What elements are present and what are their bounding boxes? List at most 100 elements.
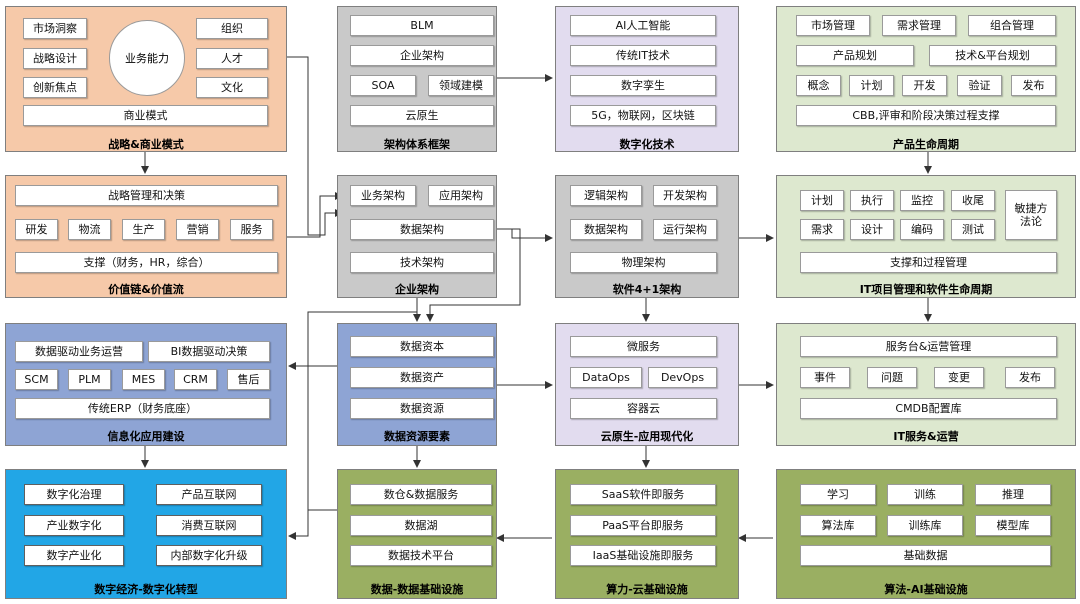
panel-value-chain: 战略管理和决策 研发 物流 生产 营销 服务 支撑（财务，HR，综合） 价值链&…: [5, 175, 287, 298]
box-release: 发布: [1011, 75, 1056, 96]
box-traditional-it: 传统IT技术: [570, 45, 716, 66]
box-release-it: 发布: [1005, 367, 1055, 388]
box-data-tech-platform: 数据技术平台: [350, 545, 492, 566]
box-verify: 验证: [957, 75, 1002, 96]
panel-title: 算力-云基础设施: [606, 583, 688, 596]
box-scm: SCM: [15, 369, 58, 390]
box-algorithm-lib: 算法库: [800, 515, 876, 536]
box-5g-iot-blockchain: 5G，物联网，区块链: [570, 105, 716, 126]
box-talent: 人才: [196, 48, 268, 69]
box-cmdb: CMDB配置库: [800, 398, 1057, 419]
panel-ai-infra: 学习 训练 推理 算法库 训练库 模型库 基础数据 算法-AI基础设施: [776, 469, 1076, 599]
box-soa: SOA: [350, 75, 416, 96]
panel-it-project: 计划 执行 监控 收尾 需求 设计 编码 测试 敏捷方法论 支撑和过程管理 IT…: [776, 175, 1076, 298]
box-problem: 问题: [867, 367, 917, 388]
box-production: 生产: [122, 219, 165, 240]
panel-title: 软件4+1架构: [612, 283, 682, 296]
box-learning: 学习: [800, 484, 876, 505]
box-data-driven-ops: 数据驱动业务运营: [15, 341, 143, 362]
panel-data-elements: 数据资本 数据资产 数据资源 数据资源要素: [337, 323, 497, 446]
box-product-internet: 产品互联网: [156, 484, 262, 505]
box-rnd: 研发: [15, 219, 58, 240]
box-runtime-arch: 运行架构: [653, 219, 717, 240]
panel-digital-economy: 数字化治理 产业数字化 数字产业化 产品互联网 消费互联网 内部数字化升级 数字…: [5, 469, 287, 599]
box-erp: 传统ERP（财务底座）: [15, 398, 270, 419]
box-business-arch: 业务架构: [350, 185, 416, 206]
panel-title: 战略&商业模式: [108, 138, 184, 151]
box-microservices: 微服务: [570, 336, 717, 357]
box-internal-upgrade: 内部数字化升级: [156, 545, 262, 566]
box-strategy-design: 战略设计: [23, 48, 87, 69]
panel-title: 产品生命周期: [893, 138, 959, 151]
panel-it-service: 服务台&运营管理 事件 问题 变更 发布 CMDB配置库 IT服务&运营: [776, 323, 1076, 446]
box-support-process: 支撑和过程管理: [800, 252, 1057, 273]
box-after-sales: 售后: [227, 369, 270, 390]
panel-compute-infra: SaaS软件即服务 PaaS平台即服务 IaaS基础设施即服务 算力-云基础设施: [555, 469, 739, 599]
box-ai: AI人工智能: [570, 15, 716, 36]
box-data-arch-sw: 数据架构: [570, 219, 642, 240]
box-digital-twin: 数字孪生: [570, 75, 716, 96]
panel-info-app: 数据驱动业务运营 BI数据驱动决策 SCM PLM MES CRM 售后 传统E…: [5, 323, 287, 446]
box-training-lib: 训练库: [887, 515, 963, 536]
panel-arch-framework: BLM 企业架构 SOA 领域建模 云原生 架构体系框架: [337, 6, 497, 152]
box-business-model: 商业模式: [23, 105, 268, 126]
box-dataops: DataOps: [570, 367, 642, 388]
box-service: 服务: [230, 219, 273, 240]
panel-title: IT项目管理和软件生命周期: [859, 283, 993, 296]
box-culture: 文化: [196, 77, 268, 98]
panel-title: 数据-数据基础设施: [370, 583, 464, 596]
box-monitor: 监控: [900, 190, 944, 211]
panel-title: 价值链&价值流: [108, 283, 184, 296]
box-industrial-digitalization: 产业数字化: [24, 515, 124, 536]
box-base-data: 基础数据: [800, 545, 1051, 566]
panel-strategy: 市场洞察 战略设计 创新焦点 业务能力 组织 人才 文化 商业模式 战略&商业模…: [5, 6, 287, 152]
box-plan: 计划: [849, 75, 894, 96]
box-training: 训练: [887, 484, 963, 505]
panel-data-infra: 数仓&数据服务 数据湖 数据技术平台 数据-数据基础设施: [337, 469, 497, 599]
box-testing: 测试: [951, 219, 995, 240]
box-cbb-review: CBB,评审和阶段决策过程支撑: [796, 105, 1056, 126]
box-product-planning: 产品规划: [796, 45, 914, 66]
box-crm: CRM: [174, 369, 217, 390]
box-logic-arch: 逻辑架构: [570, 185, 642, 206]
box-data-resources: 数据资源: [350, 398, 494, 419]
box-container-cloud: 容器云: [570, 398, 717, 419]
panel-title: 数据资源要素: [384, 430, 450, 443]
box-requirements: 需求: [800, 219, 844, 240]
box-coding: 编码: [900, 219, 944, 240]
box-dw-services: 数仓&数据服务: [350, 484, 492, 505]
box-tech-arch: 技术架构: [350, 252, 494, 273]
circle-business-capability: 业务能力: [109, 20, 185, 96]
box-organization: 组织: [196, 18, 268, 39]
panel-title: 架构体系框架: [384, 138, 450, 151]
box-service-desk: 服务台&运营管理: [800, 336, 1057, 357]
box-data-arch: 数据架构: [350, 219, 494, 240]
box-concept: 概念: [796, 75, 841, 96]
box-domain-modeling: 领域建模: [428, 75, 494, 96]
box-mes: MES: [122, 369, 165, 390]
panel-title: IT服务&运营: [893, 430, 959, 443]
box-consumer-internet: 消费互联网: [156, 515, 262, 536]
panel-cloud-native: 微服务 DataOps DevOps 容器云 云原生-应用现代化: [555, 323, 739, 446]
box-model-lib: 模型库: [975, 515, 1051, 536]
box-iaas: IaaS基础设施即服务: [570, 545, 716, 566]
box-application-arch: 应用架构: [428, 185, 494, 206]
box-physical-arch: 物理架构: [570, 252, 717, 273]
panel-title: 数字化技术: [619, 138, 675, 151]
box-market-mgmt: 市场管理: [796, 15, 870, 36]
box-demand-mgmt: 需求管理: [882, 15, 956, 36]
box-closing: 收尾: [951, 190, 995, 211]
box-digital-industrialization: 数字产业化: [24, 545, 124, 566]
box-change: 变更: [934, 367, 984, 388]
box-strategy-mgmt: 战略管理和决策: [15, 185, 278, 206]
panel-product-lifecycle: 市场管理 需求管理 组合管理 产品规划 技术&平台规划 概念 计划 开发 验证 …: [776, 6, 1076, 152]
box-cloud-native: 云原生: [350, 105, 494, 126]
panel-title: 企业架构: [395, 283, 439, 296]
panel-title: 信息化应用建设: [107, 430, 185, 443]
box-incident: 事件: [800, 367, 850, 388]
box-portfolio-mgmt: 组合管理: [968, 15, 1056, 36]
box-execute: 执行: [850, 190, 894, 211]
box-digital-governance: 数字化治理: [24, 484, 124, 505]
box-logistics: 物流: [68, 219, 111, 240]
